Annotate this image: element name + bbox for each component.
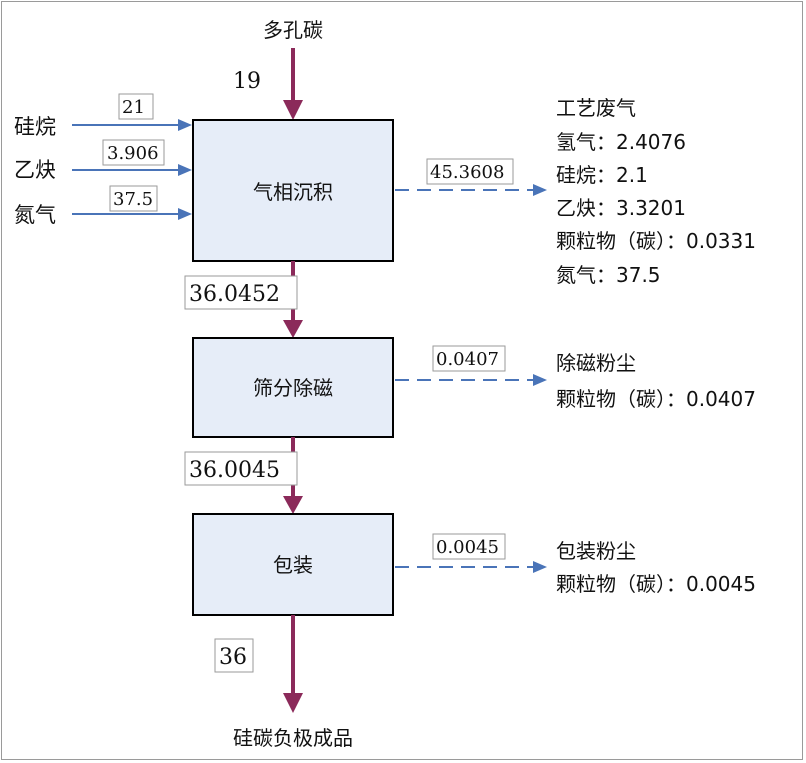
emission-details-2: 除磁粉尘 颗粒物（碳）：0.0407 <box>556 351 756 411</box>
final-output-value: 36 <box>219 645 247 670</box>
value-box <box>109 185 158 212</box>
flow-value-1: 36.0452 <box>189 282 280 307</box>
side-input-value: 21 <box>122 97 145 118</box>
emission-item: 颗粒物（碳）：0.0407 <box>556 387 756 411</box>
emission-title: 除磁粉尘 <box>556 351 636 375</box>
side-input-label: 硅烷 <box>14 115 56 139</box>
process-label-sieving: 筛分除磁 <box>253 376 333 400</box>
process-box-sieving <box>192 337 394 438</box>
top-input-arrowhead <box>283 100 303 120</box>
emission-item: 氮气：37.5 <box>556 263 661 287</box>
value-box <box>432 533 506 560</box>
emission-item: 乙炔：3.3201 <box>556 196 686 220</box>
emission-item: 颗粒物（碳）：0.0331 <box>556 229 756 253</box>
emission-item: 颗粒物（碳）：0.0045 <box>556 572 756 596</box>
flow-value-2: 36.0045 <box>189 458 280 483</box>
value-box <box>214 638 254 673</box>
side-input-acetylene: 乙炔 3.906 <box>14 139 192 182</box>
side-input-label: 乙炔 <box>14 158 56 182</box>
value-box <box>102 139 165 166</box>
side-input-value: 37.5 <box>113 189 153 210</box>
emission-arrowhead-3 <box>533 561 547 573</box>
emission-arrowhead-1 <box>533 184 547 196</box>
top-input-label: 多孔碳 <box>263 18 323 42</box>
side-input-arrowhead <box>178 164 192 176</box>
side-input-nitrogen: 氮气 37.5 <box>14 185 192 227</box>
flow-arrowhead-1 <box>283 320 303 338</box>
side-input-arrowhead <box>178 119 192 131</box>
side-input-arrowhead <box>178 208 192 220</box>
emission-arrowhead-2 <box>533 374 547 386</box>
emission-value-2: 0.0407 <box>436 349 499 370</box>
process-label-packaging: 包装 <box>273 553 313 577</box>
emission-details-1: 工艺废气 氢气：2.4076 硅烷：2.1 乙炔：3.3201 颗粒物（碳）：0… <box>556 96 756 287</box>
final-output-arrowhead <box>283 693 303 713</box>
process-box-packaging <box>192 513 394 616</box>
emission-item: 氢气：2.4076 <box>556 130 686 154</box>
value-box <box>118 93 154 120</box>
value-box <box>426 158 514 185</box>
value-box <box>184 451 298 486</box>
final-output-label: 硅碳负极成品 <box>233 726 353 750</box>
value-box <box>184 275 298 310</box>
emission-value-1: 45.3608 <box>430 162 504 183</box>
top-input-value: 19 <box>233 69 261 94</box>
side-input-value: 3.906 <box>107 143 159 164</box>
side-input-silane: 硅烷 21 <box>14 93 192 139</box>
emission-title: 工艺废气 <box>556 96 636 120</box>
process-box-deposition <box>192 119 394 262</box>
emission-value-3: 0.0045 <box>436 537 499 558</box>
emission-details-3: 包装粉尘 颗粒物（碳）：0.0045 <box>556 539 756 596</box>
process-label-deposition: 气相沉积 <box>253 180 333 204</box>
emission-item: 硅烷：2.1 <box>556 163 648 187</box>
value-box <box>432 345 506 372</box>
flow-arrowhead-2 <box>283 496 303 514</box>
side-input-label: 氮气 <box>14 203 56 227</box>
emission-title: 包装粉尘 <box>556 539 636 563</box>
